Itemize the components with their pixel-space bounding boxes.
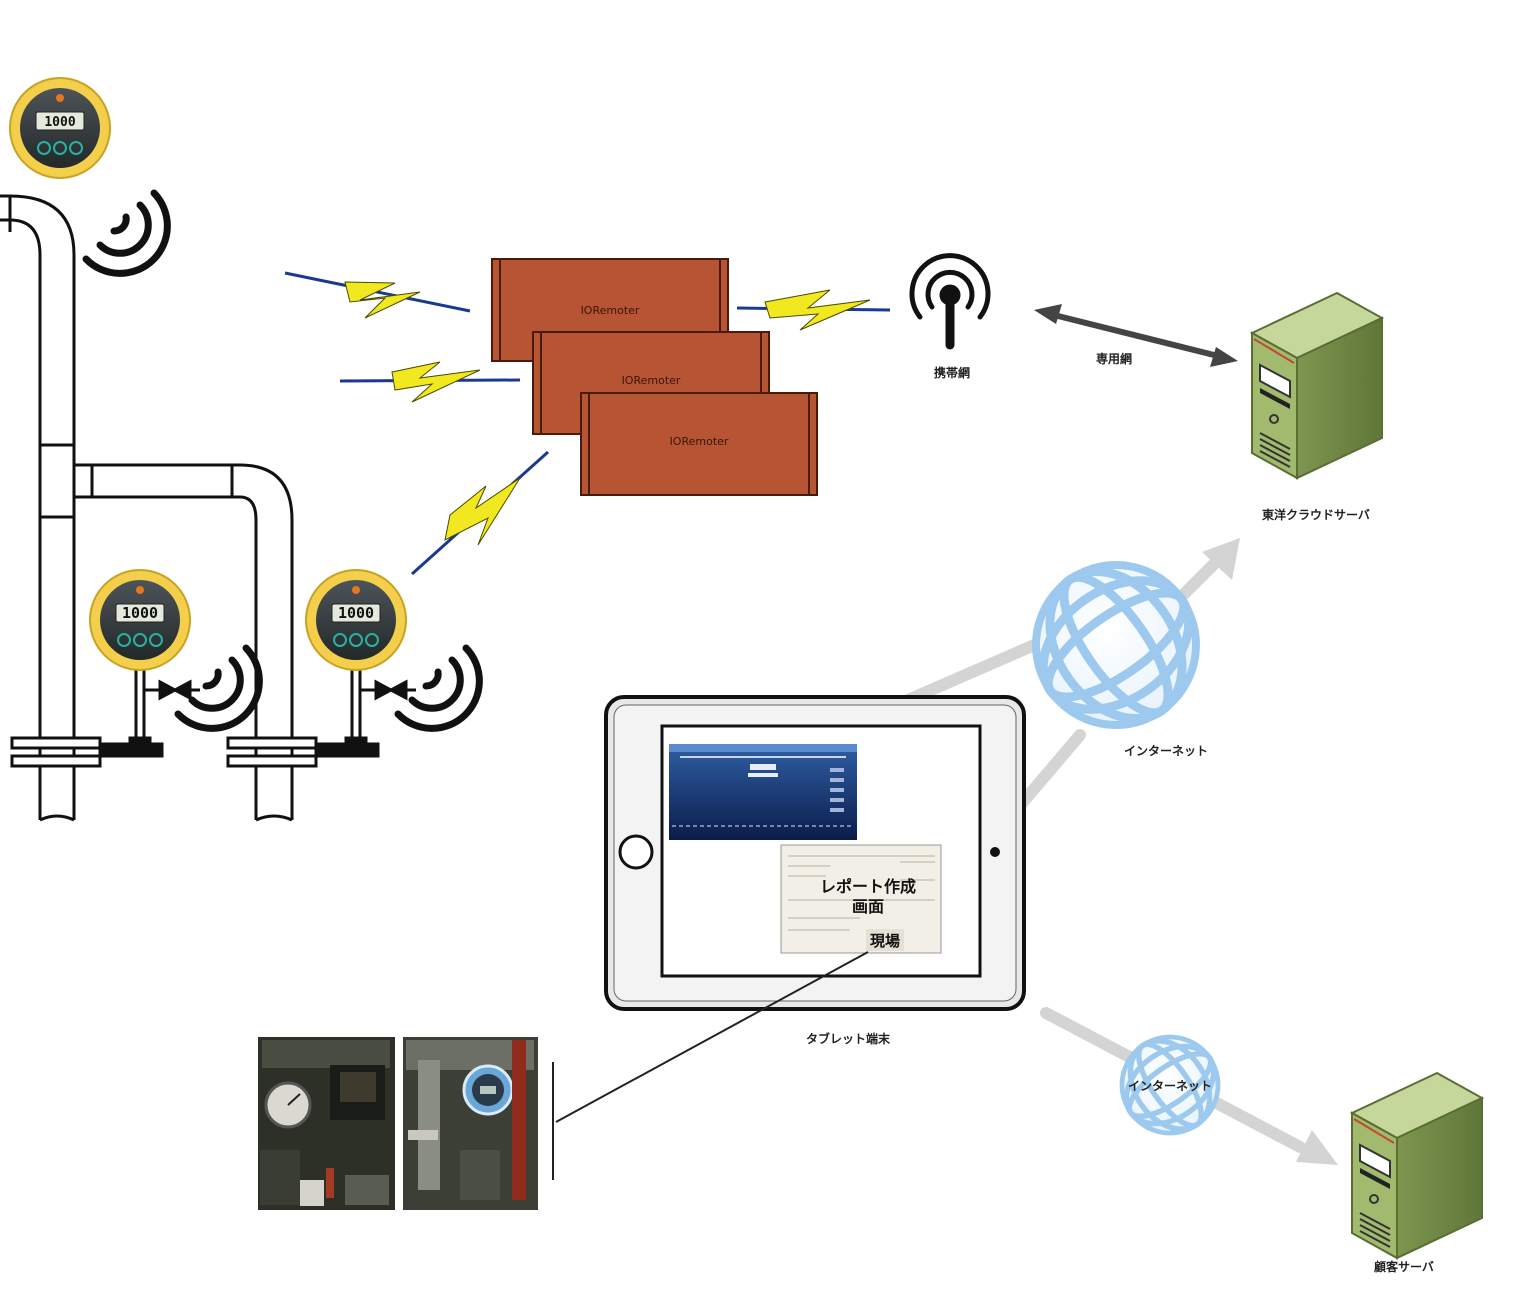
wireless-link-bolt [284, 271, 471, 319]
internet-globe-icon [1019, 546, 1213, 744]
pressure-gauge-right: 1000 [305, 569, 407, 671]
client-server-label: 顧客サーバ [1374, 1259, 1434, 1274]
io-remoter-box: IORemoter [491, 258, 729, 362]
dedicated-link-arrow [1034, 304, 1238, 367]
photo-connector-line [555, 951, 869, 1123]
svg-text:IORemoter: IORemoter [670, 435, 729, 448]
svg-text:1000: 1000 [44, 115, 75, 130]
svg-text:IORemoter: IORemoter [581, 304, 640, 317]
wireless-signal-icon [86, 193, 167, 273]
client-server-icon [1351, 1072, 1483, 1259]
svg-text:IORemoter: IORemoter [622, 374, 681, 387]
home-button-icon [618, 834, 654, 870]
pipe-system [0, 194, 416, 822]
site-photo-2 [403, 1037, 538, 1210]
internet-label-small: インターネット [1128, 1079, 1212, 1093]
report-title-line2: 画面 [852, 897, 884, 916]
site-photo-1 [258, 1037, 395, 1210]
wireless-link-bolt [339, 361, 521, 403]
io-remoter-box: IORemoter [580, 392, 818, 496]
cloud-server-icon [1251, 292, 1383, 479]
wireless-link-bolt [410, 450, 550, 576]
report-stamp: 現場 [870, 932, 900, 950]
camera-icon [990, 847, 1000, 857]
tablet-dashboard-screen [669, 744, 857, 840]
wireless-signal-icon [398, 648, 479, 728]
wireless-link-bolt [736, 289, 891, 331]
antenna-label: 携帯網 [934, 365, 970, 380]
cloud-server-label: 東洋クラウドサーバ [1262, 507, 1370, 522]
tablet-label: タブレット端末 [806, 1031, 891, 1046]
svg-text:1000: 1000 [122, 604, 158, 622]
pressure-gauge-top: 1000 [9, 77, 111, 179]
pressure-gauge-left: 1000 [89, 569, 191, 671]
antenna-icon [909, 253, 991, 350]
internet-label: インターネット [1124, 744, 1208, 758]
io-remoter-box: IORemoter [532, 331, 770, 435]
dedicated-link-label: 専用網 [1096, 351, 1132, 366]
svg-text:1000: 1000 [338, 604, 374, 622]
report-document-thumbnail: レポート作成 画面 現場 [780, 844, 942, 954]
report-title-line1: レポート作成 [820, 877, 916, 896]
